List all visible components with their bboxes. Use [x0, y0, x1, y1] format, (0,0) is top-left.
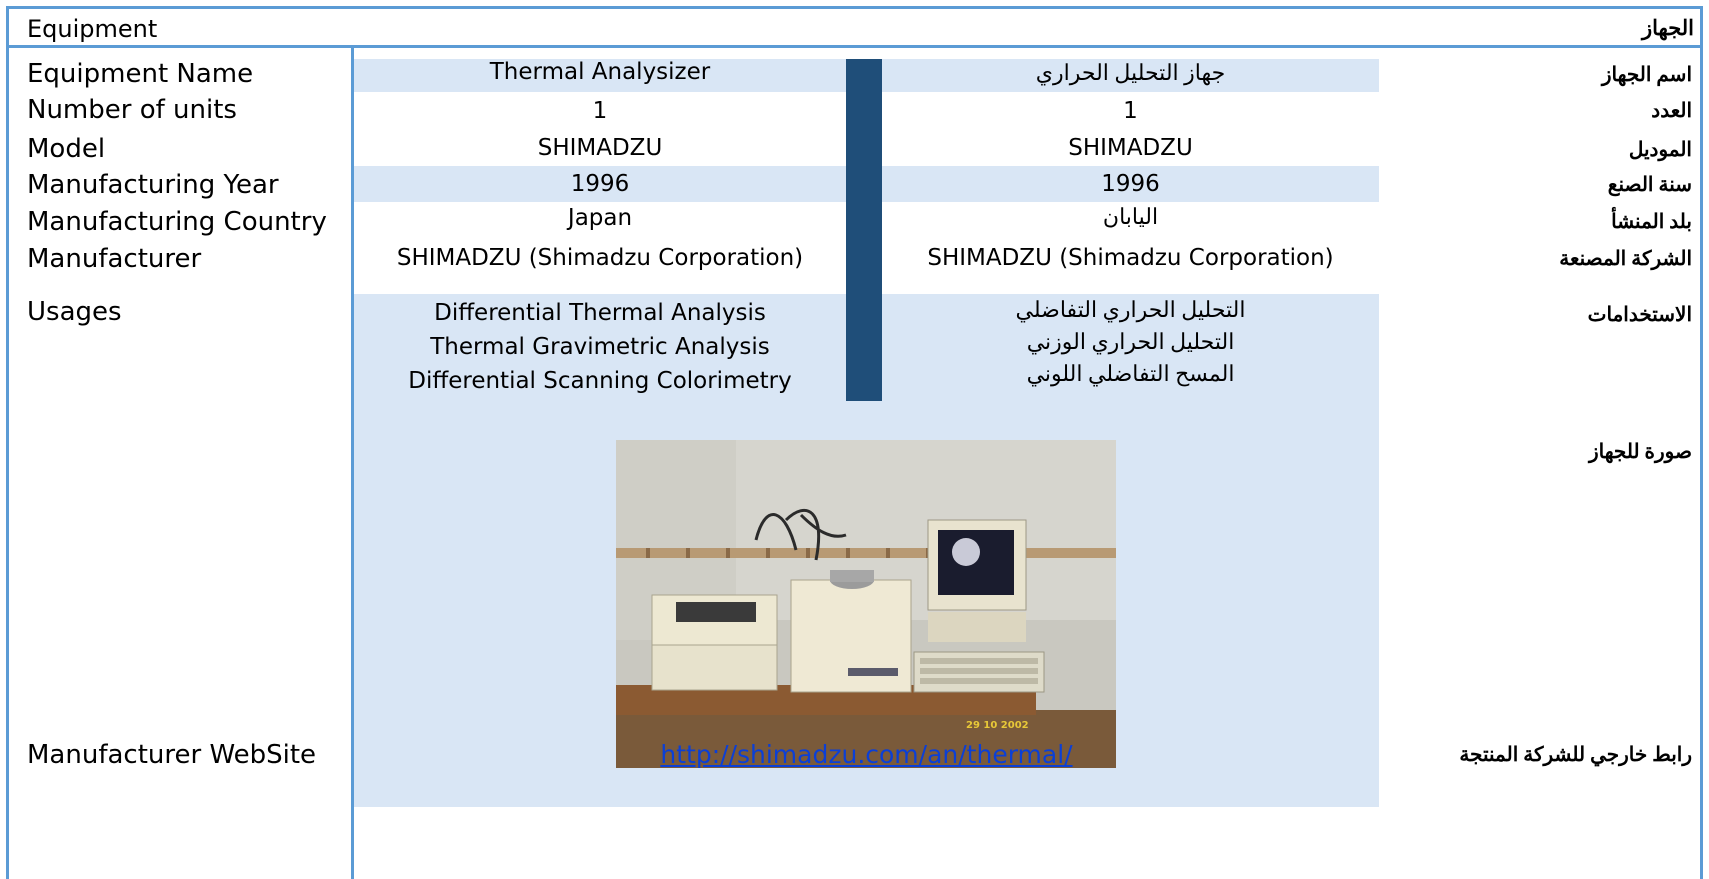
- label-equipment-name: Equipment Name: [27, 59, 254, 89]
- label-manufacturing-country-ar: بلد المنشأ: [1611, 211, 1692, 233]
- usage-en-item: Thermal Gravimetric Analysis: [430, 334, 770, 360]
- row-manufacturer: Manufacturer SHIMADZU (Shimadzu Corporat…: [0, 240, 1709, 276]
- label-number-of-units: Number of units: [27, 95, 237, 125]
- center-divider-band: [846, 59, 882, 401]
- usage-en-item: Differential Thermal Analysis: [434, 300, 766, 326]
- usage-ar-item: التحليل الحراري الوزني: [1026, 329, 1235, 354]
- label-equipment-name-ar: اسم الجهاز: [1601, 64, 1692, 86]
- row-manufacturing-year: Manufacturing Year 1996 1996 سنة الصنع: [0, 166, 1709, 202]
- value-number-of-units-ar: 1: [1123, 98, 1138, 124]
- row-website: Manufacturer WebSite http://shimadzu.com…: [0, 740, 1709, 776]
- label-column-divider: [351, 48, 354, 879]
- label-manufacturer: Manufacturer: [27, 244, 202, 274]
- label-usages: Usages: [27, 297, 122, 327]
- row-equipment-name: Equipment Name Thermal Analysizer جهاز ا…: [0, 59, 1709, 92]
- header-row: Equipment الجهاز: [9, 9, 1700, 48]
- row-number-of-units: Number of units 1 1 العدد: [0, 95, 1709, 128]
- value-manufacturing-year-en: 1996: [354, 166, 846, 202]
- label-manufacturing-year-ar: سنة الصنع: [1607, 174, 1692, 196]
- value-manufacturing-country-ar: اليابان: [1102, 204, 1159, 229]
- header-title-ar: الجهاز: [1641, 16, 1694, 40]
- usage-en-item: Differential Scanning Colorimetry: [408, 368, 792, 394]
- value-manufacturing-country-en: Japan: [567, 205, 633, 231]
- page-frame: [6, 6, 1703, 879]
- label-model: Model: [27, 134, 106, 164]
- usage-ar-item: المسح التفاضلي اللوني: [1026, 361, 1235, 386]
- value-model-en: SHIMADZU: [537, 135, 663, 161]
- label-photo-ar: صورة للجهاز: [1588, 441, 1692, 463]
- value-manufacturer-en: SHIMADZU (Shimadzu Corporation): [396, 245, 804, 271]
- label-number-of-units-ar: العدد: [1651, 100, 1692, 122]
- photo-date-stamp: 29 10 2002: [966, 720, 1029, 731]
- value-model-ar: SHIMADZU: [1068, 135, 1193, 161]
- label-manufacturing-year: Manufacturing Year: [27, 170, 279, 200]
- value-manufacturer-ar: SHIMADZU (Shimadzu Corporation): [927, 245, 1334, 271]
- value-number-of-units-en: 1: [592, 98, 608, 124]
- label-manufacturer-ar: الشركة المصنعة: [1559, 248, 1692, 270]
- row-photo-label: صورة للجهاز: [0, 436, 1709, 466]
- usage-ar-item: التحليل الحراري التفاضلي: [1015, 297, 1246, 322]
- row-model: Model SHIMADZU SHIMADZU الموديل: [0, 134, 1709, 167]
- value-equipment-name-en: Thermal Analysizer: [354, 59, 846, 92]
- label-usages-ar: الاستخدامات: [1587, 304, 1692, 326]
- value-usages-en: Differential Thermal Analysis Thermal Gr…: [354, 294, 846, 402]
- label-website-ar: رابط خارجي للشركة المنتجة: [1459, 744, 1692, 766]
- row-usages: Usages Differential Thermal Analysis The…: [0, 294, 1709, 402]
- row-manufacturing-country: Manufacturing Country Japan اليابان بلد …: [0, 203, 1709, 239]
- header-title-en: Equipment: [27, 15, 158, 43]
- label-model-ar: الموديل: [1628, 139, 1692, 161]
- label-manufacturing-country: Manufacturing Country: [27, 207, 327, 237]
- value-equipment-name-ar: جهاز التحليل الحراري: [882, 59, 1379, 92]
- equipment-photo: 29 10 2002: [616, 440, 1116, 768]
- manufacturer-website-link[interactable]: http://shimadzu.com/an/thermal/: [660, 740, 1073, 769]
- value-manufacturing-year-ar: 1996: [882, 166, 1379, 202]
- label-website: Manufacturer WebSite: [27, 740, 317, 770]
- value-usages-ar: التحليل الحراري التفاضلي التحليل الحراري…: [882, 294, 1379, 402]
